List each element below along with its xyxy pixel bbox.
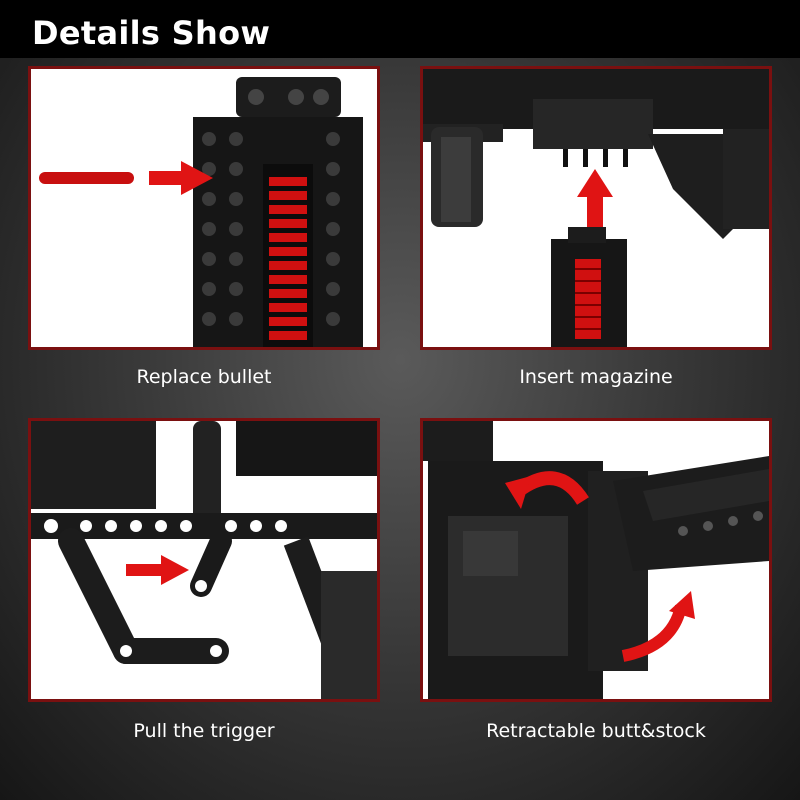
arrow-right-icon	[149, 161, 213, 195]
page-title: Details Show	[32, 14, 271, 52]
replace-bullet-illustration	[31, 69, 377, 347]
arrow-up-icon	[577, 169, 613, 229]
caption-retractable-stock: Retractable butt&stock	[486, 720, 706, 742]
panel-pull-trigger	[28, 418, 380, 702]
caption-insert-magazine: Insert magazine	[519, 366, 673, 388]
arrow-right-icon	[126, 555, 189, 585]
retractable-stock-illustration	[423, 421, 769, 699]
rotate-arrow-icon	[621, 591, 695, 662]
panel-retractable-stock	[420, 418, 772, 702]
header-bar: Details Show	[0, 0, 800, 58]
panel-replace-bullet	[28, 66, 380, 350]
rotate-arrow-icon	[505, 471, 589, 509]
insert-magazine-illustration	[423, 69, 769, 347]
pull-trigger-illustration	[31, 421, 377, 699]
caption-replace-bullet: Replace bullet	[136, 366, 272, 388]
caption-pull-trigger: Pull the trigger	[133, 720, 275, 742]
panel-insert-magazine	[420, 66, 772, 350]
